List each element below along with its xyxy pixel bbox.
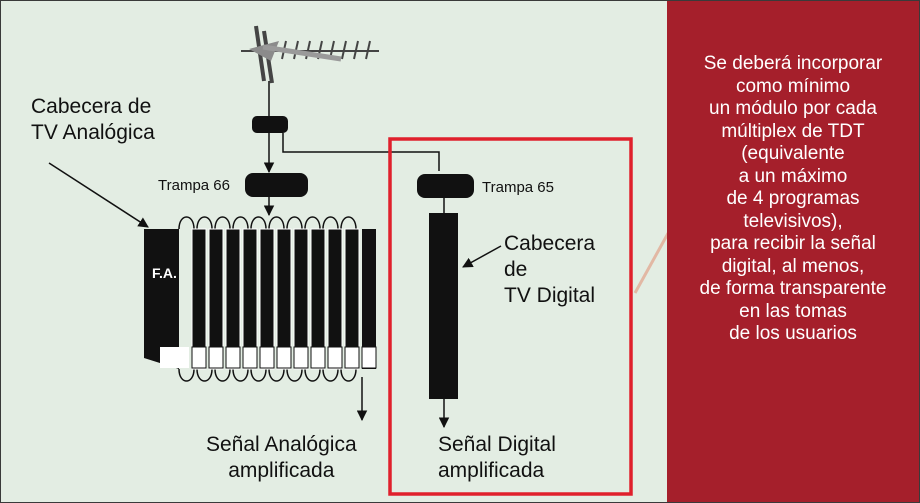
splitter-box [252,116,288,133]
analog-headend-rack [144,228,377,370]
digital-output-label: Señal Digital amplificada [438,433,556,482]
digital-headend-module [429,213,458,399]
analog-output-label: Señal Analógica amplificada [206,433,357,482]
note-text: Se deberá incorporar como mínimo un módu… [699,53,887,344]
digital-headend-label: Cabecera de TV Digital [504,232,596,307]
trap65-label: Trampa 65 [482,179,554,196]
fa-label: F.A. [152,265,177,281]
note-panel: Se deberá incorporar como mínimo un módu… [667,1,919,502]
trap65-box [417,174,474,198]
analog-headend-label: Cabecera de TV Analógica [31,95,155,144]
trap66-label: Trampa 66 [158,177,230,194]
antenna-icon [241,25,379,116]
bus-loops [178,216,357,382]
digital-highlight-box [388,137,633,496]
trap66-box [245,173,308,197]
